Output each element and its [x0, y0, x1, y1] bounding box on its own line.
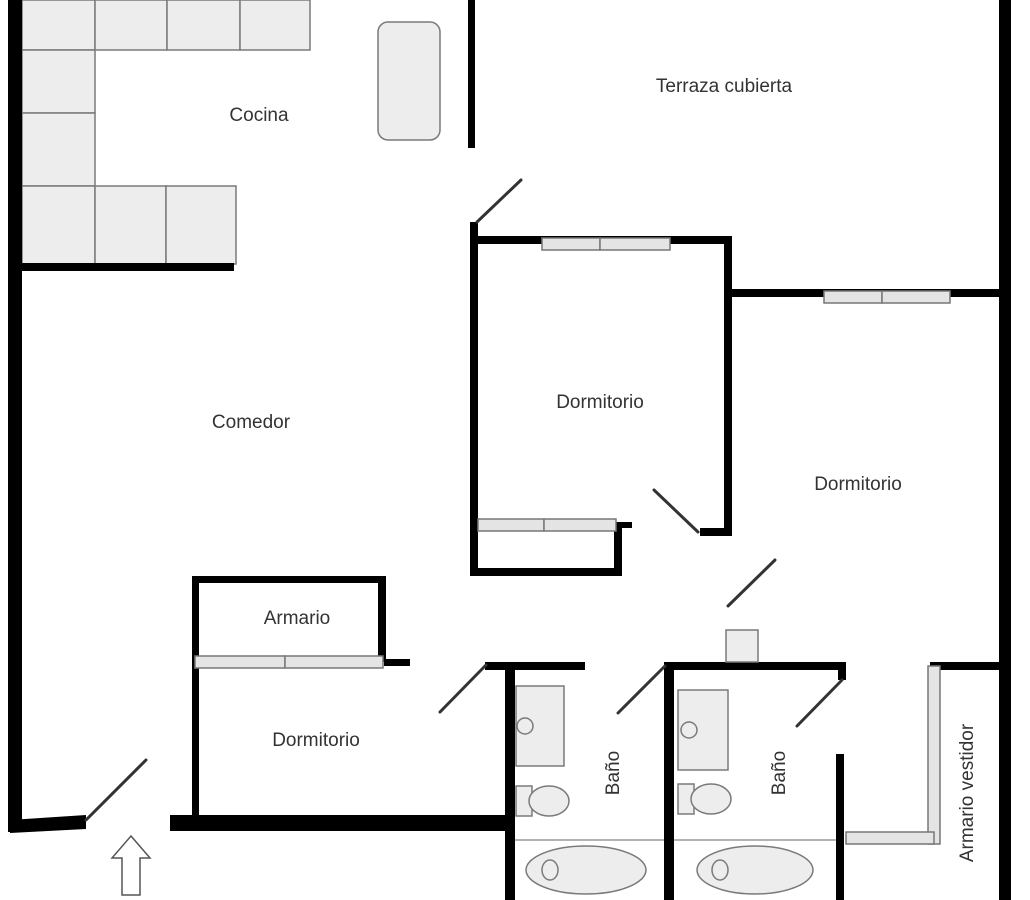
up-arrow-icon	[110, 834, 152, 896]
room-label-comedor: Comedor	[212, 412, 291, 433]
room-label-dormitorio-3: Dormitorio	[272, 730, 360, 751]
room-label-armario: Armario	[264, 608, 331, 629]
bathroom-2-fixtures	[674, 689, 836, 895]
room-label-dormitorio-1: Dormitorio	[556, 392, 644, 413]
doors	[84, 178, 844, 822]
room-label-cocina: Cocina	[229, 105, 289, 126]
walls	[8, 0, 1011, 900]
bathroom-1-fixtures	[515, 685, 664, 895]
kitchen-island	[377, 21, 441, 141]
room-label-terraza: Terraza cubierta	[656, 76, 793, 97]
cabinet	[725, 629, 759, 663]
room-label-dormitorio-2: Dormitorio	[814, 474, 902, 495]
room-label-armario-vestidor: Armario vestidor	[957, 723, 978, 862]
windows	[194, 237, 951, 845]
kitchen-counters	[21, 0, 311, 265]
room-label-bano-2: Baño	[769, 751, 790, 795]
room-label-bano-1: Baño	[603, 751, 624, 795]
